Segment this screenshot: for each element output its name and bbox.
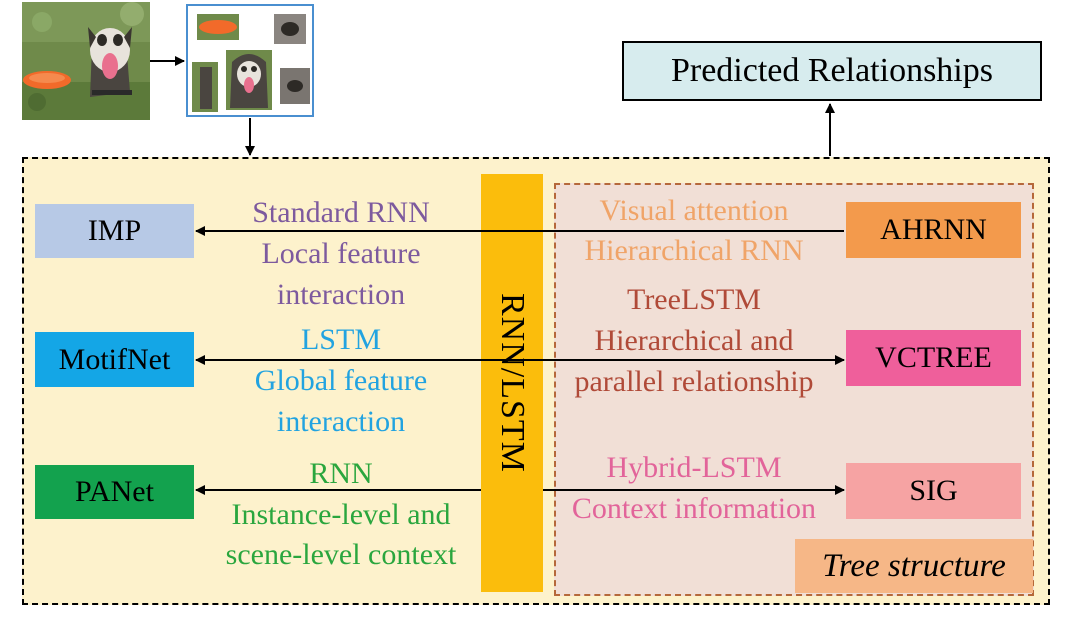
label-panet-line-2: Instance-level and [231, 498, 451, 531]
model-box-panet: PANet [35, 465, 194, 519]
crop-eye-2 [280, 68, 310, 104]
tree-structure-label-box: Tree structure [795, 539, 1033, 593]
model-name-motifnet: MotifNet [58, 342, 171, 376]
model-box-imp: IMP [35, 204, 194, 258]
crop-dog-face [226, 50, 272, 110]
model-name-ahrnn: AHRNN [880, 213, 987, 246]
region-crops-panel [186, 4, 314, 117]
label-ahrnn-line-1: Visual attention [599, 194, 789, 227]
predicted-relationships-label: Predicted Relationships [670, 52, 993, 89]
label-motifnet-line-3: interaction [276, 405, 406, 438]
label-panet-line-1: RNN [309, 457, 373, 490]
predicted-relationships-box: Predicted Relationships [622, 41, 1042, 101]
label-sig-line-2: Context information [571, 492, 817, 525]
label-sig-line-1: Hybrid-LSTM [606, 451, 782, 484]
label-imp-line-1: Standard RNN [252, 196, 430, 229]
label-motifnet-line-2: Global feature [254, 364, 428, 397]
model-name-imp: IMP [87, 214, 142, 247]
crop-dog-body [192, 62, 218, 112]
crop-frisbee [197, 14, 239, 40]
input-image [22, 2, 150, 120]
model-name-panet: PANet [75, 475, 154, 508]
label-vctree-line-2: Hierarchical and [594, 324, 794, 357]
rnn-lstm-label: RNN/LSTM [494, 293, 531, 473]
label-vctree-line-1: TreeLSTM [627, 283, 761, 316]
model-box-vctree: VCTREE [846, 330, 1021, 386]
model-box-ahrnn: AHRNN [846, 202, 1021, 258]
model-name-vctree: VCTREE [875, 341, 992, 374]
crop-eye [274, 14, 306, 44]
dog-photo-illustration [22, 2, 150, 120]
label-vctree-line-3: parallel relationship [574, 365, 814, 398]
label-panet-line-3: scene-level context [225, 538, 457, 571]
model-name-sig: SIG [909, 474, 958, 507]
rnn-lstm-bar: RNN/LSTM [481, 174, 543, 592]
model-box-sig: SIG [846, 463, 1021, 519]
label-imp-line-2: Local feature [261, 237, 421, 270]
label-ahrnn-line-2: Hierarchical RNN [584, 234, 804, 267]
label-imp-line-3: interaction [276, 278, 406, 311]
label-motifnet-line-1: LSTM [300, 323, 381, 356]
model-box-motifnet: MotifNet [35, 332, 194, 387]
tree-structure-label: Tree structure [822, 547, 1006, 584]
